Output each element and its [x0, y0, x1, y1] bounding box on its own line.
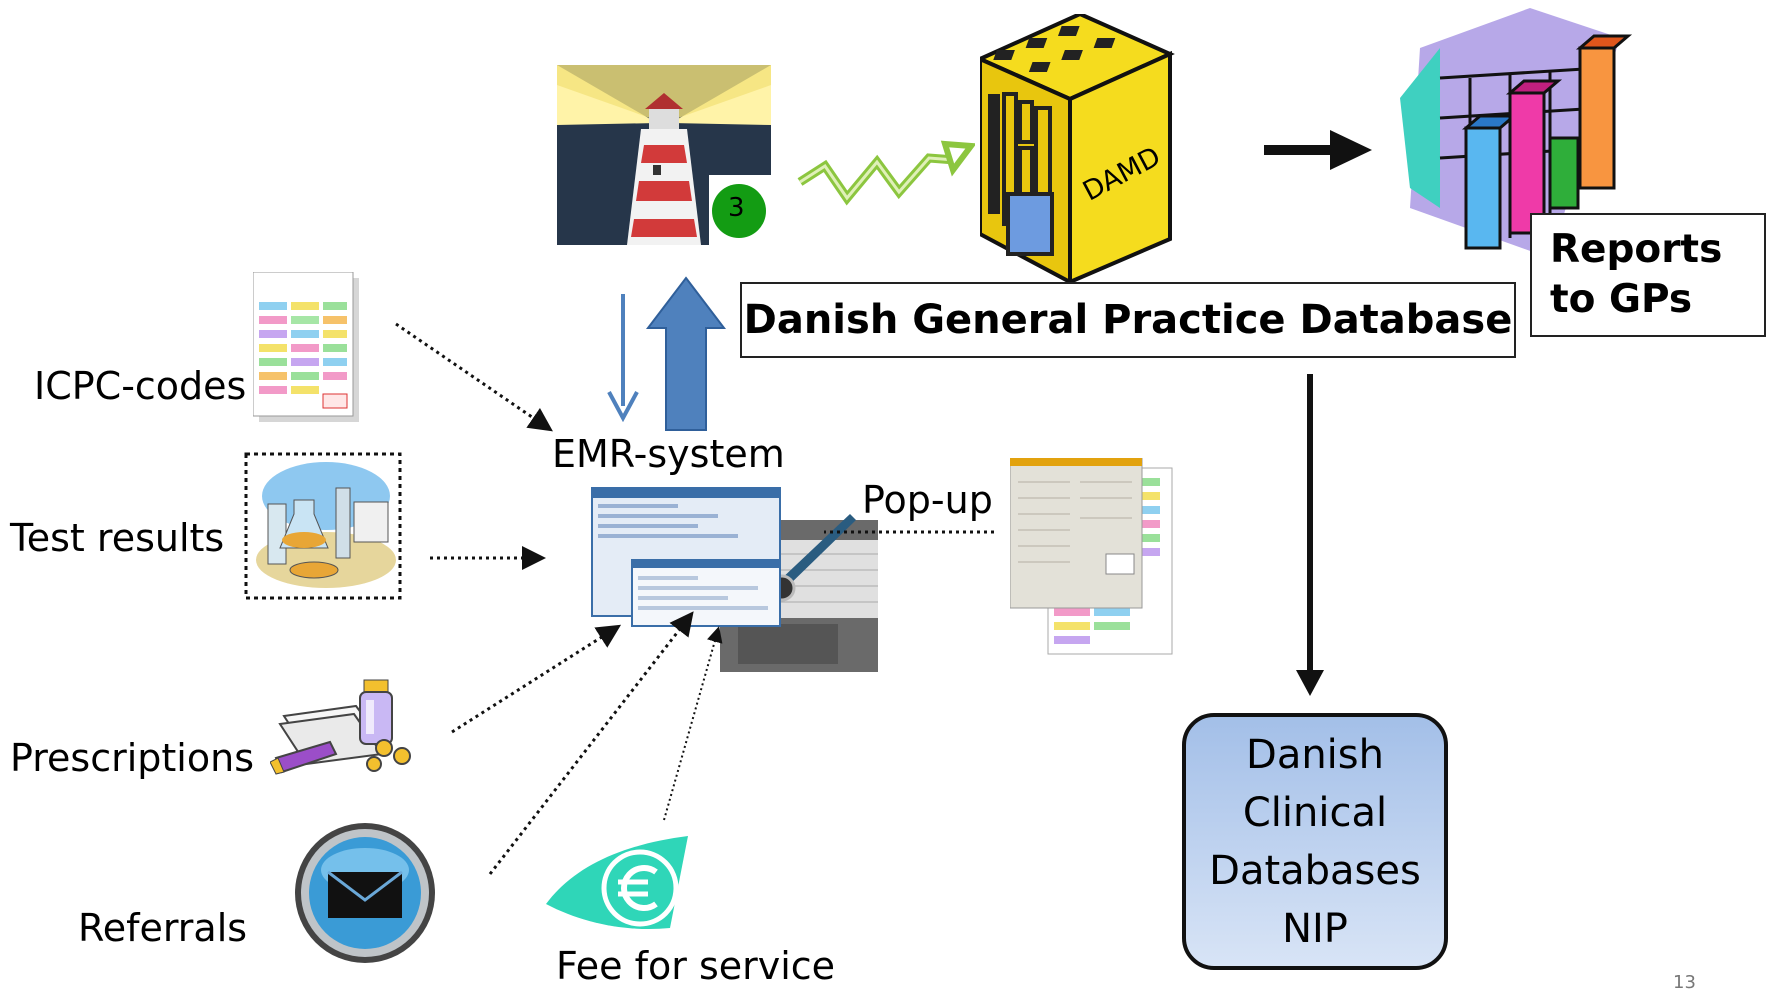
- clinical-line4: NIP: [1282, 905, 1348, 952]
- zigzag-signal-icon: [797, 140, 975, 206]
- blue-arrow-down-icon: [607, 294, 639, 422]
- reports-line1: Reports: [1550, 227, 1723, 272]
- database-title-box: Danish General Practice Database: [740, 282, 1516, 358]
- euro-fee-icon: [546, 836, 688, 929]
- clinical-line1: Danish: [1246, 731, 1384, 778]
- referrals-label: Referrals: [78, 906, 248, 950]
- popup-form-screenshot-icon: [1010, 458, 1173, 655]
- arrow-referrals-to-emr: [488, 611, 694, 875]
- clinical-line2: Clinical: [1242, 789, 1388, 836]
- arrow-fee-to-emr: [663, 626, 723, 821]
- emr-system-screenshot-icon: [591, 487, 878, 672]
- arrow-right-icon: [1264, 130, 1372, 170]
- page-number: 13: [1673, 972, 1696, 993]
- icpc-code-sheet-icon: [253, 272, 359, 422]
- referrals-envelope-icon: [295, 823, 435, 963]
- prescriptions-icon: [270, 679, 411, 775]
- lighthouse-icon: [557, 65, 771, 245]
- lighthouse-badge-number: 3: [728, 193, 745, 223]
- icpc-codes-label: ICPC-codes: [34, 364, 247, 408]
- test-results-label: Test results: [10, 516, 225, 560]
- clinical-databases-box: Danish Clinical Databases NIP: [1182, 713, 1448, 970]
- bar-chart-icon: [1400, 8, 1633, 258]
- fee-for-service-label: Fee for service: [556, 944, 836, 988]
- prescriptions-label: Prescriptions: [10, 736, 254, 780]
- clinical-line3: Databases: [1209, 847, 1421, 894]
- reports-to-gps-box: Reports to GPs: [1530, 213, 1766, 337]
- blue-arrow-up-icon: [645, 276, 727, 431]
- reports-line2: to GPs: [1550, 277, 1693, 322]
- arrow-down-icon: [1296, 374, 1324, 696]
- emr-system-label: EMR-system: [552, 432, 785, 476]
- arrow-prescriptions-to-emr: [451, 624, 622, 734]
- arrow-icpc-to-emr: [395, 322, 553, 432]
- test-results-icon: [244, 452, 402, 600]
- damd-server-icon: [980, 14, 1175, 282]
- popup-label: Pop-up: [862, 478, 993, 522]
